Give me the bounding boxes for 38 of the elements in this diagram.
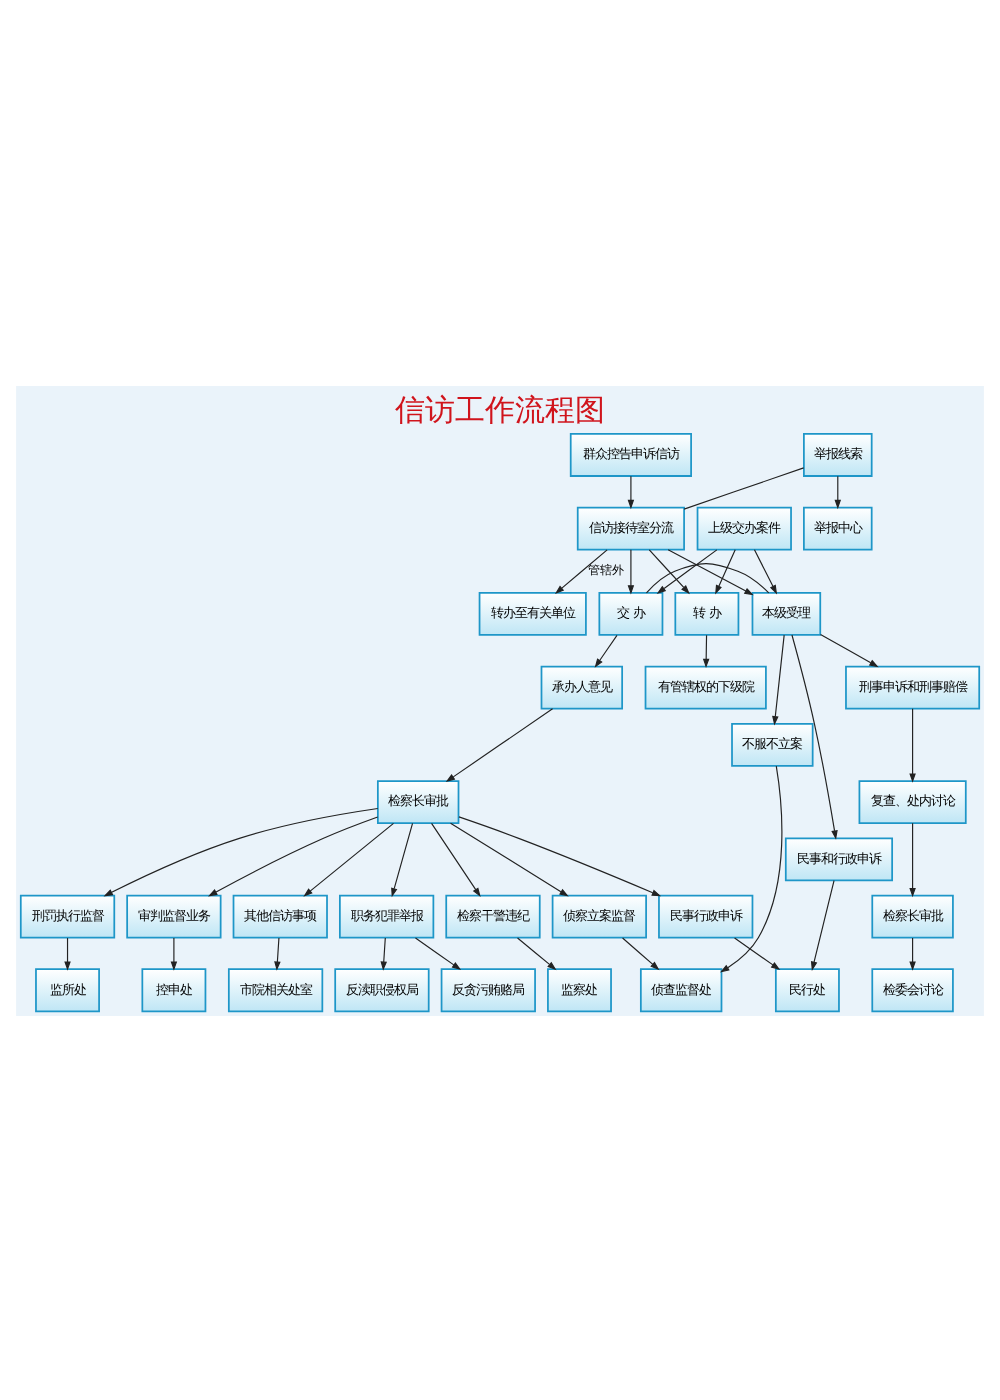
arrow [656,548,718,593]
connector [683,466,805,509]
arrow [458,815,662,896]
arrow [594,633,618,667]
arrow [430,821,481,897]
arrow [64,936,71,970]
arrow [516,936,557,970]
arrow [380,936,388,970]
arrow [303,821,395,896]
arrow [414,936,462,970]
arrow [810,879,835,970]
arrow [627,548,635,594]
arrow [208,815,379,896]
arrow [734,936,781,970]
arrow [702,633,710,668]
arrow [103,806,379,896]
arrow [450,821,569,896]
arrow [715,548,736,594]
arrow [819,632,879,667]
arrow [627,474,635,509]
arrow [772,633,785,725]
arrow [909,821,916,897]
arrow [909,936,916,970]
arrow [753,548,778,594]
arrow [720,764,783,972]
arrow [909,707,916,782]
arrow [648,548,690,594]
arrow [622,936,660,970]
arrow [170,936,178,970]
arrow [274,936,281,970]
arrow [791,633,838,839]
diagram-title: 信访工作流程图 [395,390,605,427]
arrow [391,821,414,897]
arrow [554,548,608,593]
arrow [667,548,754,595]
arrow [834,474,842,509]
arrow [445,707,554,782]
connector [645,562,770,593]
